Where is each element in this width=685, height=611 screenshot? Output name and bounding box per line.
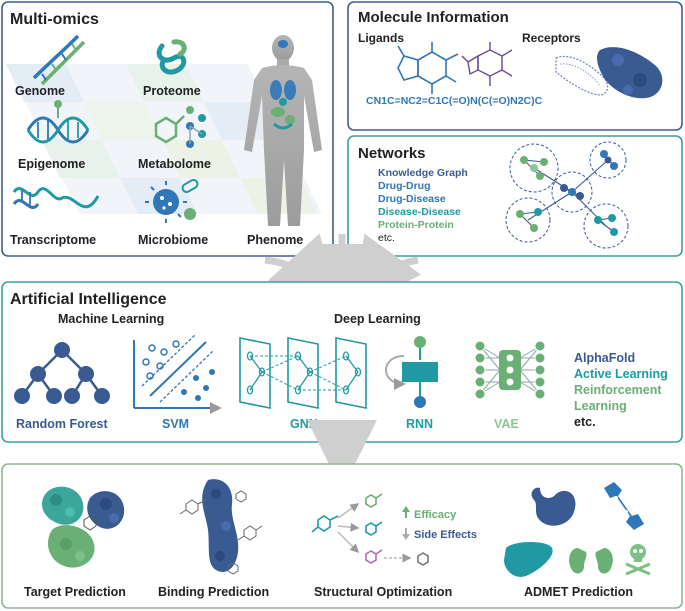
app-label-target-prediction: Target Prediction [24, 585, 126, 599]
rna-icon [12, 187, 100, 209]
efficacy-arrow-icon [402, 506, 410, 518]
kidney-icon [569, 548, 613, 574]
ligand-3d-icon [461, 42, 513, 86]
stomach-icon [531, 487, 576, 526]
model-label-random-forest: Random Forest [16, 417, 109, 431]
ligands-label: Ligands [358, 31, 404, 45]
model-label-gnn: GNN [290, 417, 318, 431]
omics-label-metabolome: Metabolome [138, 157, 211, 171]
efficacy-label: Efficacy [414, 509, 457, 521]
model-label-rnn: RNN [406, 417, 433, 431]
side-effects-arrow-icon [402, 528, 410, 540]
network-item-drug-disease: Drug-Disease [378, 193, 446, 205]
target-protein-icon [41, 486, 125, 568]
ai-title: Artificial Intelligence [10, 291, 167, 308]
ai-other-learning: Learning [574, 399, 627, 413]
molecule-title: Molecule Information [358, 9, 509, 26]
network-graph-icon [505, 141, 629, 249]
ai-panel: Artificial Intelligence Machine Learning… [1, 281, 683, 443]
microbe-icon [145, 179, 199, 223]
ai-other-active-learning: Active Learning [574, 367, 668, 381]
networks-panel: Networks Knowledge Graph Drug-Drug Drug-… [347, 135, 683, 257]
omics-label-genome: Genome [15, 84, 65, 98]
skull-crossbones-icon [625, 544, 651, 576]
liver-icon [504, 542, 553, 577]
network-item-etc: etc. [378, 232, 395, 244]
omics-label-phenome: Phenome [247, 233, 303, 247]
molecule-panel: Molecule Information Ligands Receptors C… [347, 1, 683, 131]
smiles-string: CN1C=NC2=C1C(=O)N(C(=O)N2C)C [366, 95, 543, 107]
bone-icon [604, 482, 644, 530]
network-item-disease-disease: Disease-Disease [378, 206, 461, 218]
applications-panel: Target Prediction Binding Prediction [1, 463, 683, 609]
omics-label-transcriptome: Transcriptome [10, 233, 96, 247]
omics-label-proteome: Proteome [143, 84, 201, 98]
human-body-icon [244, 35, 322, 226]
ai-other-reinforcement: Reinforcement [574, 383, 662, 397]
app-label-binding-prediction: Binding Prediction [158, 585, 269, 599]
multiomics-panel: Multi-omics Genome Proteome [1, 1, 334, 257]
ligand-structure-icon [397, 42, 459, 94]
omics-label-microbiome: Microbiome [138, 233, 208, 247]
dl-heading: Deep Learning [334, 312, 421, 326]
random-forest-icon [14, 342, 110, 404]
network-item-knowledge-graph: Knowledge Graph [378, 167, 468, 179]
network-item-protein-protein: Protein-Protein [378, 219, 454, 231]
structural-optimization-icon [311, 493, 429, 566]
ml-heading: Machine Learning [58, 312, 164, 326]
dna-marker-icon [26, 100, 90, 144]
receptors-label: Receptors [522, 31, 581, 45]
gnn-icon [239, 337, 367, 409]
dna-icon [32, 34, 86, 86]
receptor-protein-icon [555, 47, 663, 99]
ai-other-alphafold: AlphaFold [574, 351, 635, 365]
multiomics-title: Multi-omics [10, 11, 99, 28]
omics-label-epigenome: Epigenome [18, 157, 85, 171]
app-label-structural-optimization: Structural Optimization [314, 585, 452, 599]
rnn-icon [385, 336, 438, 408]
molecule-icon [154, 106, 206, 148]
vae-icon [474, 340, 546, 400]
app-label-admet-prediction: ADMET Prediction [524, 585, 633, 599]
svm-icon [133, 333, 222, 414]
ai-other-etc: etc. [574, 415, 596, 429]
side-effects-label: Side Effects [414, 529, 477, 541]
model-label-vae: VAE [494, 417, 519, 431]
networks-title: Networks [358, 145, 426, 162]
model-label-svm: SVM [162, 417, 189, 431]
binding-complex-icon [179, 479, 263, 575]
protein-icon [156, 39, 187, 75]
omics-grid-plane [6, 64, 322, 214]
network-item-drug-drug: Drug-Drug [378, 180, 431, 192]
